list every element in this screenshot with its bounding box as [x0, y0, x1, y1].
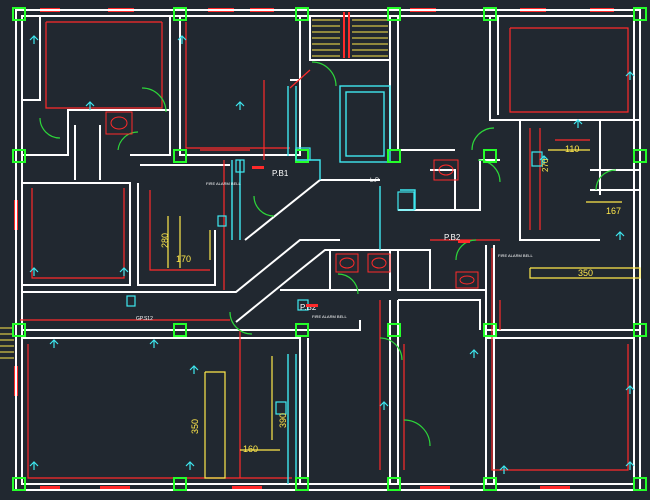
dim-110: 110 [565, 144, 579, 154]
tag-pb2-lower: P.B2 [300, 303, 317, 312]
stairs [312, 19, 388, 57]
left-edge-hatch [0, 327, 14, 359]
plumbing-fixtures [105, 111, 479, 289]
tag-pb1: P.B1 [272, 169, 289, 178]
tag-fire-pump-1: FIRE ALARM BELL [206, 181, 241, 186]
dimension-labels: 110 270 167 280 170 350 350 390 160 [160, 144, 621, 454]
walls [15, 9, 641, 491]
tag-lp: L.P [370, 178, 379, 184]
dim-280: 280 [160, 233, 170, 248]
dim-170: 170 [176, 254, 191, 264]
tag-fire-pump-2: FIRE ALARM BELL [498, 253, 533, 258]
tag-gp-s12: GP.S12 [136, 316, 153, 322]
device-symbols [29, 35, 635, 474]
yellow-lines [167, 149, 641, 479]
door-swings [39, 61, 617, 447]
dim-270: 270 [541, 158, 550, 172]
structural-columns [12, 7, 647, 491]
dim-167: 167 [606, 206, 621, 216]
tag-pb2-upper: P.B2 [444, 233, 461, 242]
dim-350-right: 350 [578, 268, 593, 278]
tag-labels: P.B1 P.B2 P.B2 L.P FIRE ALARM BELL FIRE … [136, 169, 533, 322]
dim-350-left: 350 [190, 419, 200, 434]
cyan-lines [231, 85, 416, 484]
dim-390: 390 [278, 413, 288, 428]
red-lines [20, 21, 629, 479]
stair-handrail [343, 12, 350, 58]
dim-160: 160 [243, 444, 258, 454]
tag-fire-pump-3: FIRE ALARM BELL [312, 314, 347, 319]
tag-flags [252, 166, 470, 307]
